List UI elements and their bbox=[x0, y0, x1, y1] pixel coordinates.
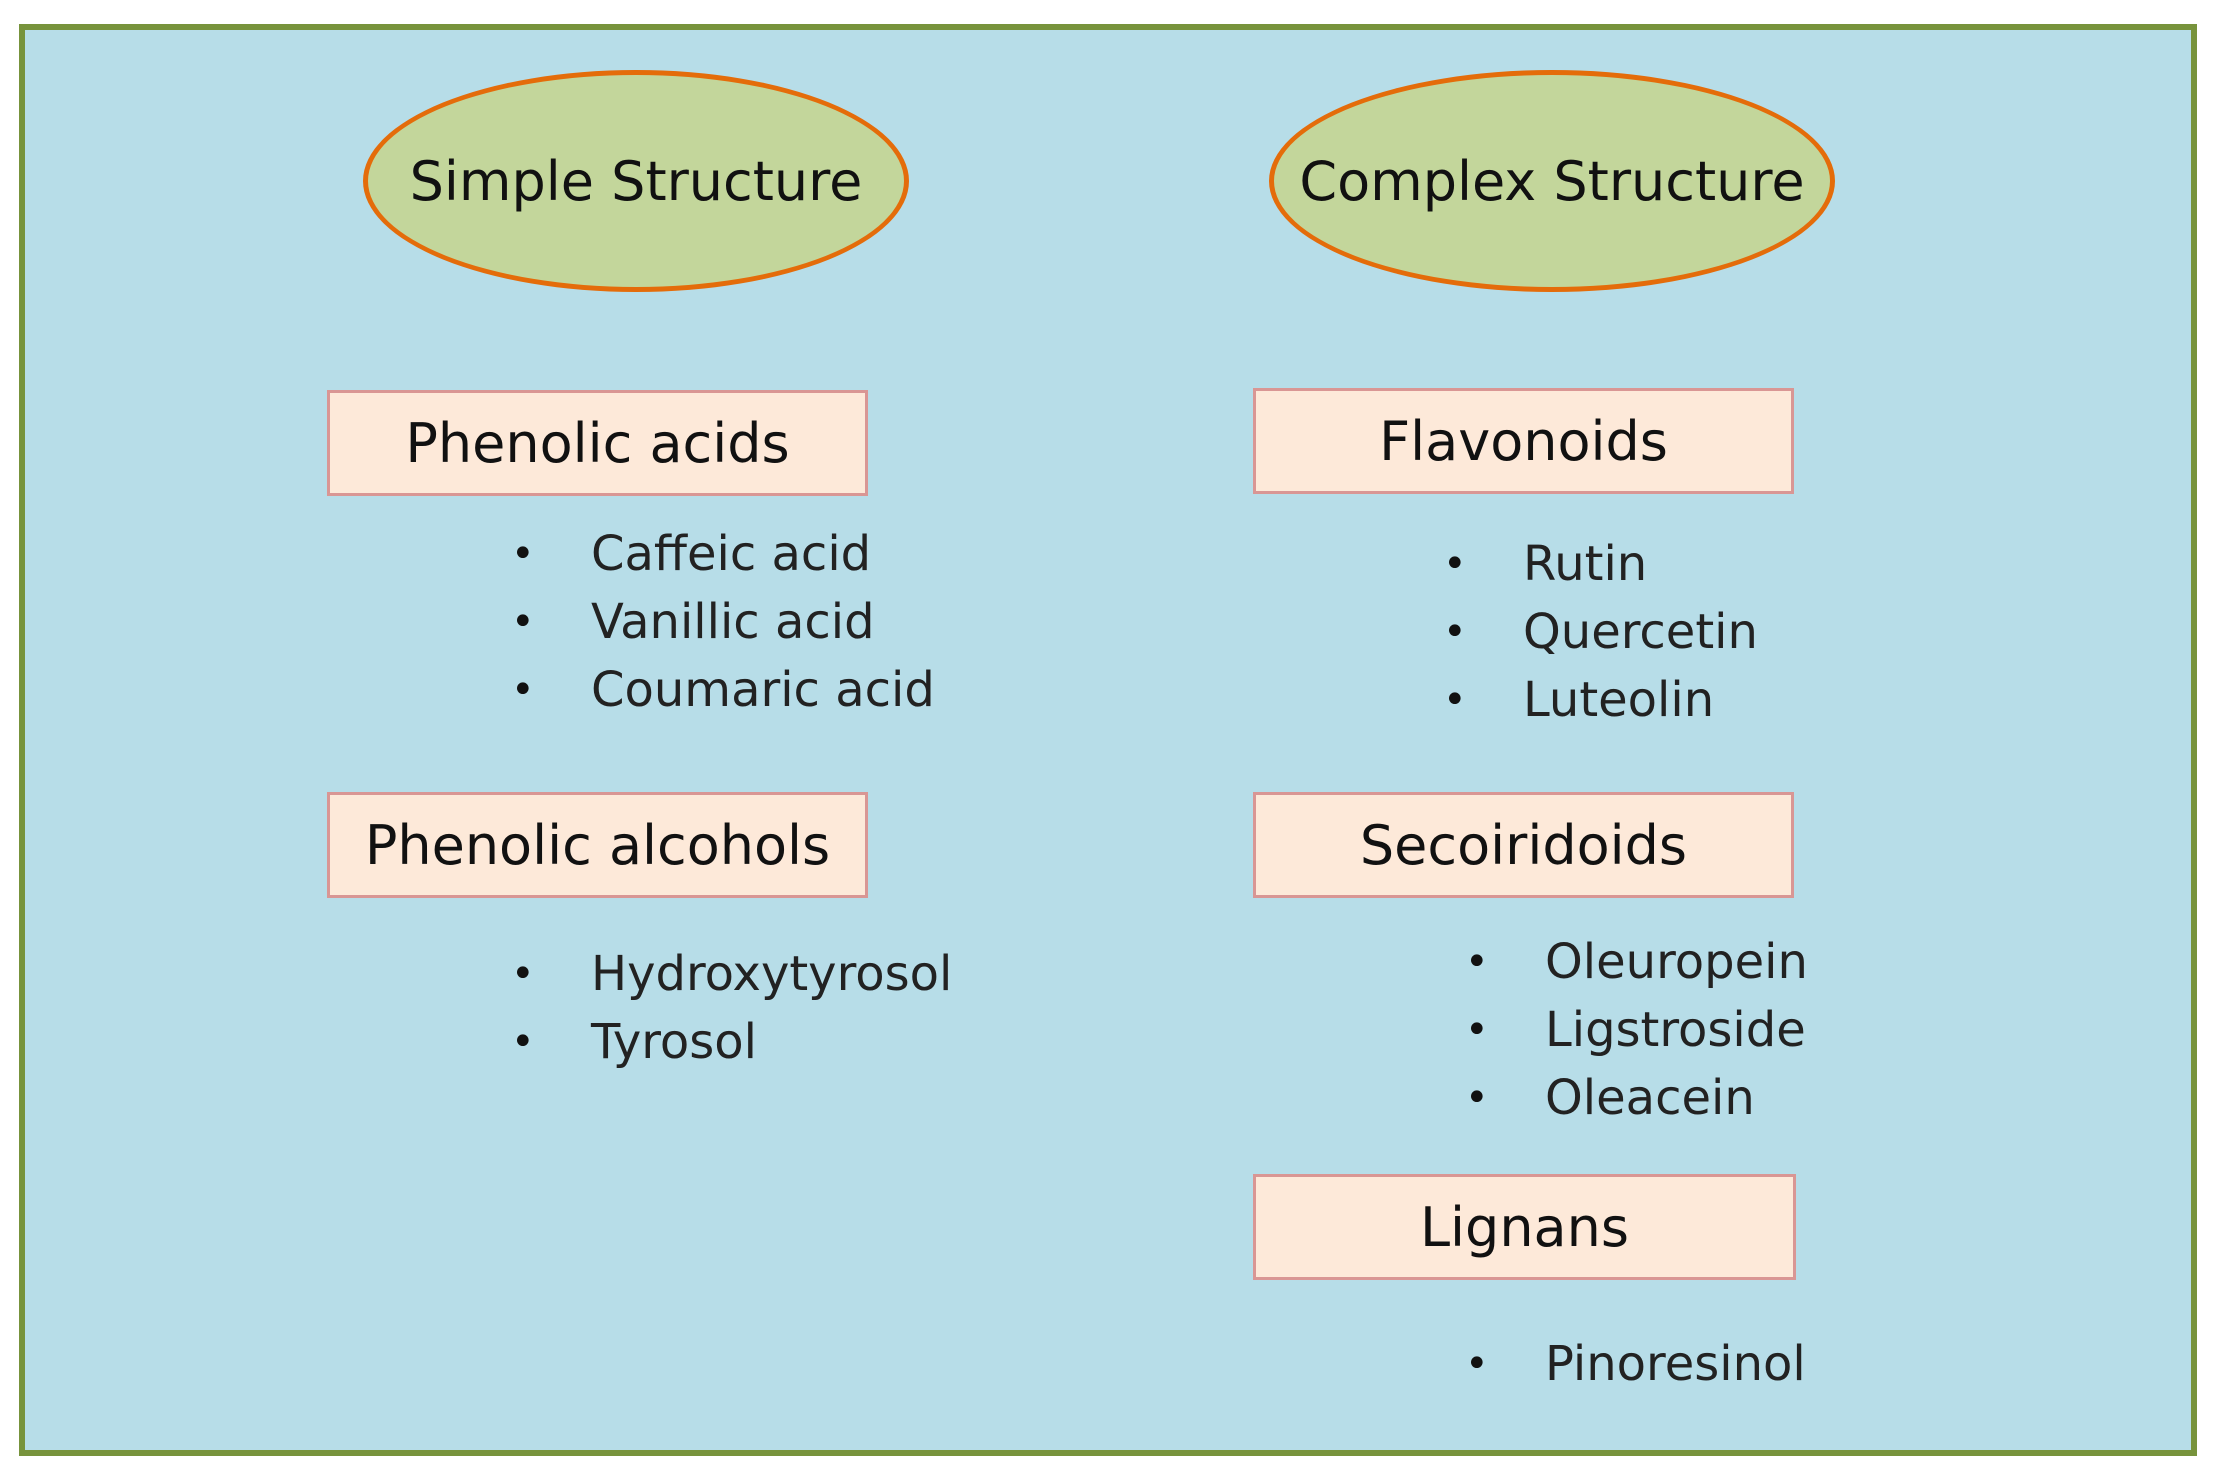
bullet-icon: • bbox=[1443, 609, 1467, 655]
heading-complex-structure-label: Complex Structure bbox=[1299, 149, 1805, 213]
bullet-icon: • bbox=[511, 599, 535, 645]
bullet-icon: • bbox=[511, 667, 535, 713]
category-phenolic-acids: Phenolic acids bbox=[327, 390, 868, 496]
category-lignans: Lignans bbox=[1253, 1174, 1796, 1280]
diagram-panel: Simple Structure Phenolic acids •Caffeic… bbox=[19, 24, 2197, 1456]
heading-simple-structure-label: Simple Structure bbox=[409, 149, 863, 213]
category-secoiridoids-label: Secoiridoids bbox=[1359, 813, 1688, 877]
heading-simple-structure: Simple Structure bbox=[363, 70, 909, 292]
bullet-icon: • bbox=[511, 951, 535, 997]
category-flavonoids: Flavonoids bbox=[1253, 388, 1794, 494]
category-secoiridoids: Secoiridoids bbox=[1253, 792, 1794, 898]
bullet-icon: • bbox=[1465, 1341, 1489, 1387]
bullet-icon: • bbox=[1465, 1075, 1489, 1121]
bullet-icon: • bbox=[1443, 541, 1467, 587]
bullet-icon: • bbox=[1443, 677, 1467, 723]
category-flavonoids-label: Flavonoids bbox=[1379, 409, 1668, 473]
category-phenolic-alcohols: Phenolic alcohols bbox=[327, 792, 868, 898]
bullet-icon: • bbox=[511, 1019, 535, 1065]
category-phenolic-acids-label: Phenolic acids bbox=[405, 411, 790, 475]
bullet-icon: • bbox=[1465, 939, 1489, 985]
heading-complex-structure: Complex Structure bbox=[1269, 70, 1835, 292]
bullet-icon: • bbox=[1465, 1007, 1489, 1053]
bullet-icon: • bbox=[511, 531, 535, 577]
category-lignans-label: Lignans bbox=[1419, 1195, 1630, 1259]
category-phenolic-alcohols-label: Phenolic alcohols bbox=[364, 813, 831, 877]
